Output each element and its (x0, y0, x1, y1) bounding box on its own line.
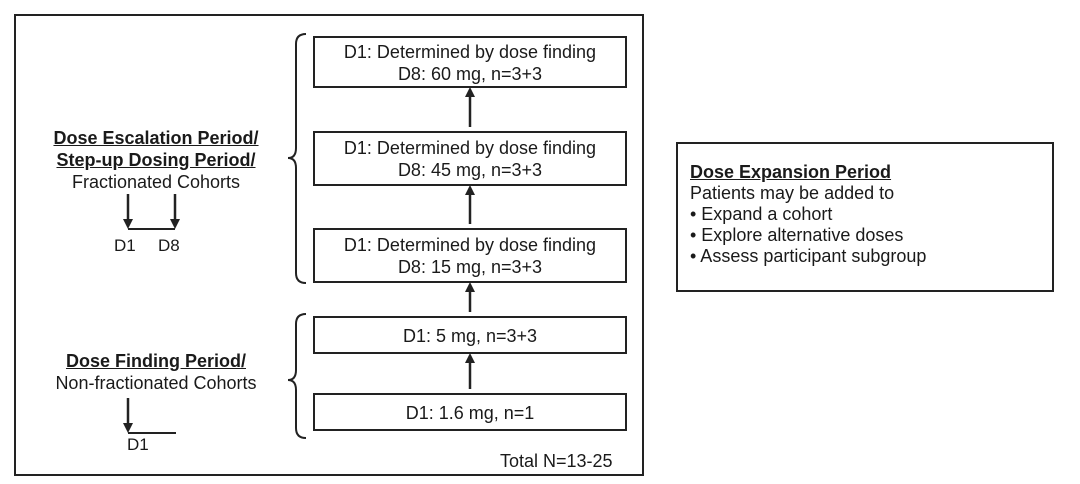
expansion-title: Dose Expansion Period (690, 162, 892, 182)
cohort-15mg-line1: D1: Determined by dose finding (343, 235, 597, 255)
cohort-5mg-line1: D1: 5 mg, n=3+3 (402, 326, 538, 346)
escalation-label-line3: Fractionated Cohorts (71, 172, 241, 192)
escalation-day-a: D1 (114, 236, 136, 255)
cohort-60mg-line2: D8: 60 mg, n=3+3 (397, 64, 543, 84)
finding-label-line2: Non-fractionated Cohorts (55, 373, 257, 393)
expansion-item-2: • Explore alternative doses (690, 225, 904, 245)
escalation-day-b: D8 (158, 236, 180, 255)
finding-brace (287, 313, 307, 439)
expansion-item-1: • Expand a cohort (690, 204, 833, 224)
cohort-box-5mg: D1: 5 mg, n=3+3 (313, 316, 627, 354)
escalation-label-line1: Dose Escalation Period/ (53, 128, 259, 148)
total-participants: Total N=13-25 (500, 451, 613, 471)
escalation-brace (287, 33, 307, 284)
cohort-15mg-line2: D8: 15 mg, n=3+3 (397, 257, 543, 277)
escalation-period-label: Dose Escalation Period/ Step-up Dosing P… (20, 127, 292, 193)
cohort-45mg-line1: D1: Determined by dose finding (343, 138, 597, 158)
study-design-frame (14, 14, 644, 476)
escalation-label-line2: Step-up Dosing Period/ (56, 150, 256, 170)
cohort-box-15mg: D1: Determined by dose finding D8: 15 mg… (313, 228, 627, 283)
dose-expansion-box: Dose Expansion Period Patients may be ad… (676, 142, 1054, 292)
expansion-intro: Patients may be added to (690, 183, 895, 203)
expansion-item-3: • Assess participant subgroup (690, 246, 927, 266)
finding-label-line1: Dose Finding Period/ (65, 351, 246, 371)
cohort-1-6mg-line1: D1: 1.6 mg, n=1 (405, 403, 535, 423)
cohort-60mg-line1: D1: Determined by dose finding (343, 42, 597, 62)
finding-period-label: Dose Finding Period/ Non-fractionated Co… (20, 350, 292, 394)
cohort-45mg-line2: D8: 45 mg, n=3+3 (397, 160, 543, 180)
cohort-box-1-6mg: D1: 1.6 mg, n=1 (313, 393, 627, 431)
finding-day-a: D1 (127, 435, 149, 454)
